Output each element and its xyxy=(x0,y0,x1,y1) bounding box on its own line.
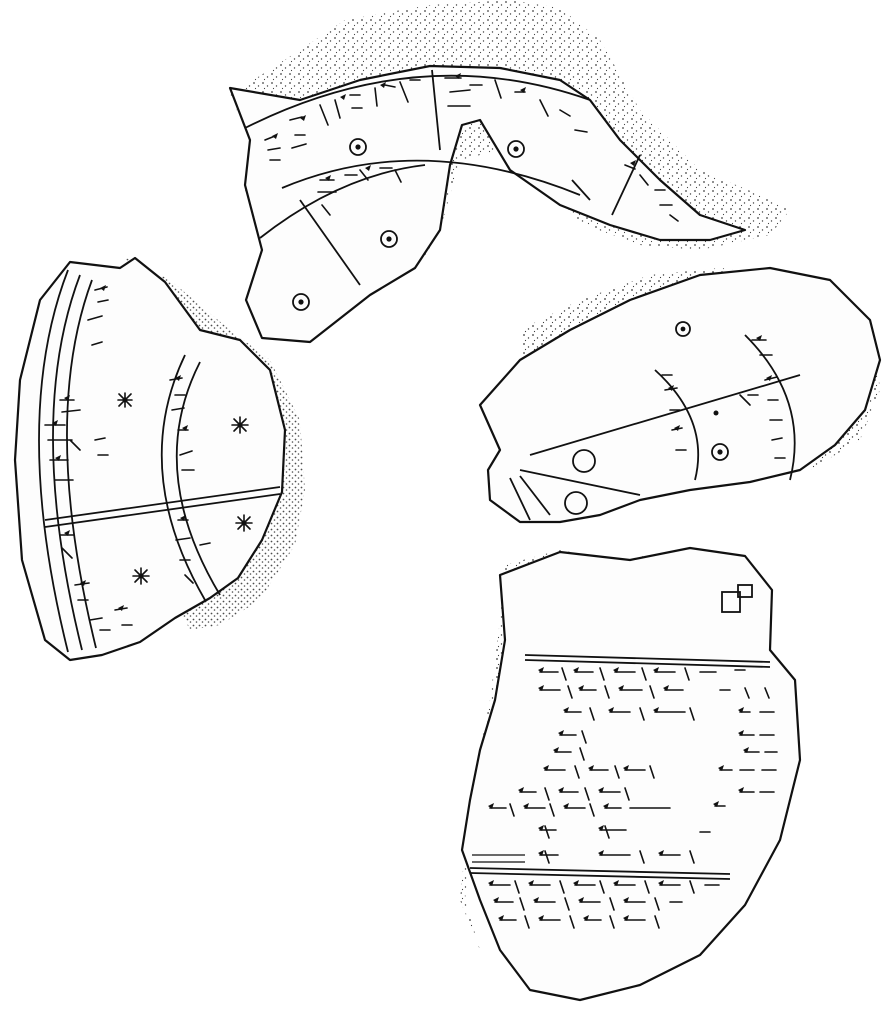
hollow-circle-icon xyxy=(572,449,596,473)
right-divider-2 xyxy=(519,469,641,496)
right-fragment-outline xyxy=(478,266,882,524)
circled-dot-icon xyxy=(349,138,367,156)
star-icon xyxy=(235,514,253,532)
left-outer-arc-1 xyxy=(38,269,69,653)
top-divider-1 xyxy=(299,199,361,286)
cuneiform-wedge-icon xyxy=(264,73,679,222)
star-icon xyxy=(117,392,133,408)
star-icon xyxy=(132,567,150,585)
circled-dot-icon xyxy=(380,230,398,248)
top-divider-3 xyxy=(571,179,591,201)
right-fragment xyxy=(478,266,882,524)
cuneiform-text-lines xyxy=(488,667,778,929)
circled-dot-icon xyxy=(711,443,729,461)
left-inner-arc-2 xyxy=(175,361,221,596)
circled-dot-icon xyxy=(292,293,310,311)
star-icon xyxy=(231,416,249,434)
right-divider-3 xyxy=(509,477,531,521)
lower-rule-1 xyxy=(524,654,771,663)
right-outer-arc xyxy=(744,334,796,481)
left-radial-divider-2 xyxy=(44,493,281,528)
box-mark-icon xyxy=(721,584,753,613)
top-divider-4 xyxy=(611,154,641,216)
cuneiform-wedge-icon xyxy=(661,335,786,459)
cuneiform-wedge-icon xyxy=(44,285,211,631)
lower-text-fragment xyxy=(460,546,802,1002)
top-outer-arc xyxy=(244,74,591,129)
right-divider-1 xyxy=(529,374,801,456)
hollow-circle-icon xyxy=(564,491,588,515)
left-outer-arc-3 xyxy=(66,279,97,649)
left-outer-arc-2 xyxy=(52,274,83,651)
left-radial-divider-1 xyxy=(44,486,281,521)
top-arc-fragment xyxy=(228,0,790,344)
circled-dot-icon xyxy=(507,140,525,158)
right-inner-arc xyxy=(654,369,700,481)
lower-fragment-outline xyxy=(460,546,802,1002)
top-lowest-arc xyxy=(259,164,426,239)
lower-rule-2 xyxy=(524,659,771,668)
lower-rule-3 xyxy=(469,867,731,875)
lower-rule-4 xyxy=(469,872,731,880)
top-fragment-outline xyxy=(228,64,747,344)
left-quadrant-fragment xyxy=(13,255,305,662)
circled-dot-icon xyxy=(675,321,691,337)
left-fragment-outline xyxy=(13,256,287,662)
left-inner-arc-1 xyxy=(160,354,206,601)
top-inner-arc xyxy=(281,159,581,196)
top-divider-2 xyxy=(431,69,441,151)
dot-mark xyxy=(713,410,719,416)
right-divider-4 xyxy=(519,475,551,516)
